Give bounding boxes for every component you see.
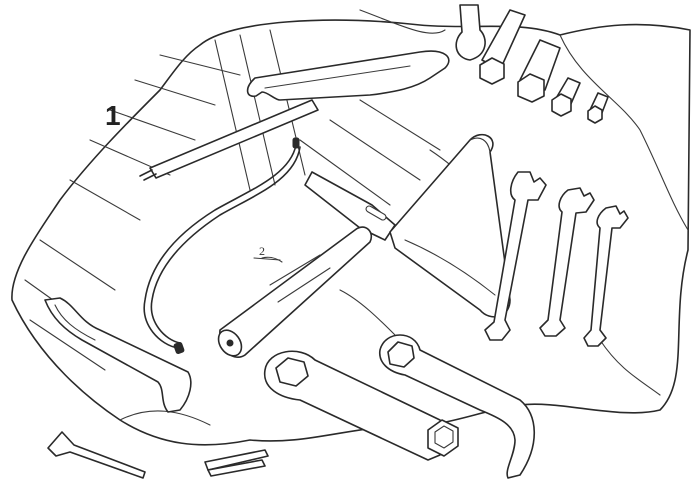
feeler-gauges [204, 449, 269, 477]
box-spanner-set [455, 4, 609, 124]
screwdriver [304, 134, 511, 318]
leader-line [253, 257, 281, 261]
tommy-bar [139, 99, 319, 181]
open-spanner-large [484, 171, 547, 341]
tire-lever-left [44, 297, 192, 413]
tire-lever-top [246, 50, 450, 101]
figure-number-label: 1 [105, 100, 121, 131]
open-spanner-small [583, 205, 629, 347]
c-spanner [379, 334, 536, 479]
ring-spanner-hex [264, 350, 459, 461]
small-key [47, 431, 146, 479]
part-number-label: 2 [259, 244, 265, 258]
open-spanner-medium [539, 187, 595, 337]
flexible-cable [143, 137, 301, 355]
plug-spanner-handle [217, 226, 373, 358]
